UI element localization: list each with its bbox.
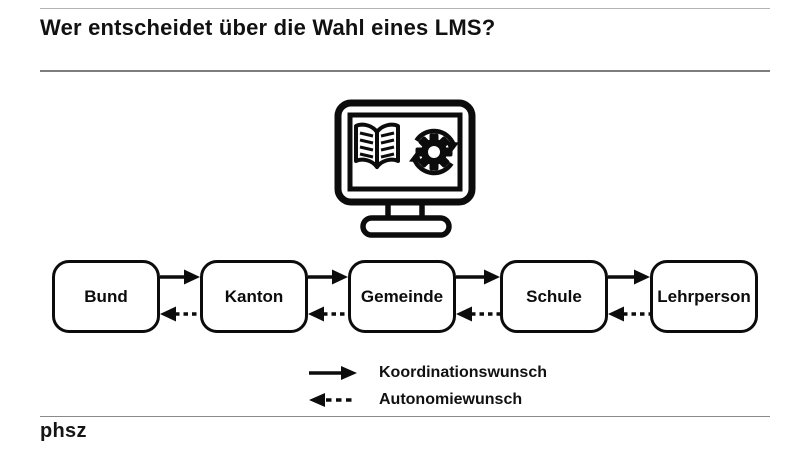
arrow-right-solid-icon bbox=[309, 365, 357, 380]
koordination-arrow-icon bbox=[456, 269, 500, 285]
node-label: Gemeinde bbox=[360, 286, 444, 306]
node-label: Kanton bbox=[224, 286, 284, 306]
legend-item-koordination: Koordinationswunsch bbox=[308, 359, 547, 386]
flow-arrows bbox=[160, 269, 650, 322]
legend-item-autonomie: Autonomiewunsch bbox=[308, 386, 547, 413]
node-kanton: Kanton bbox=[200, 260, 308, 333]
node-bund: Bund bbox=[52, 260, 160, 333]
lms-monitor-icon bbox=[334, 99, 476, 238]
autonomie-arrow-icon bbox=[608, 306, 650, 322]
node-schule: Schule bbox=[500, 260, 608, 333]
node-label: Schule bbox=[526, 286, 582, 306]
legend-label: Koordinationswunsch bbox=[379, 363, 547, 381]
legend-label: Autonomiewunsch bbox=[379, 390, 523, 408]
autonomie-arrow-icon bbox=[308, 306, 348, 322]
decision-flow-diagram: Bund Kanton Gemeinde Schule Lehrperson bbox=[0, 250, 800, 340]
open-book-icon bbox=[354, 122, 400, 169]
node-label: Bund bbox=[84, 286, 128, 306]
title-divider bbox=[40, 70, 770, 72]
arrow-left-dashed-icon bbox=[309, 392, 356, 407]
autonomie-arrow-icon bbox=[456, 306, 500, 322]
koordination-arrow-icon bbox=[160, 269, 200, 285]
koordination-arrow-icon bbox=[608, 269, 650, 285]
sync-gear-icon bbox=[409, 128, 459, 176]
top-rule bbox=[40, 8, 770, 9]
node-lehrperson: Lehrperson bbox=[650, 260, 758, 333]
autonomie-arrow-icon bbox=[160, 306, 200, 322]
node-gemeinde: Gemeinde bbox=[348, 260, 456, 333]
legend: Koordinationswunsch Autonomiewunsch bbox=[308, 359, 547, 413]
koordination-arrow-icon bbox=[308, 269, 348, 285]
footer-logo-phsz: phsz bbox=[40, 420, 87, 442]
node-label: Lehrperson bbox=[657, 286, 751, 306]
page-title: Wer entscheidet über die Wahl eines LMS? bbox=[40, 15, 496, 40]
footer-divider bbox=[40, 416, 770, 417]
